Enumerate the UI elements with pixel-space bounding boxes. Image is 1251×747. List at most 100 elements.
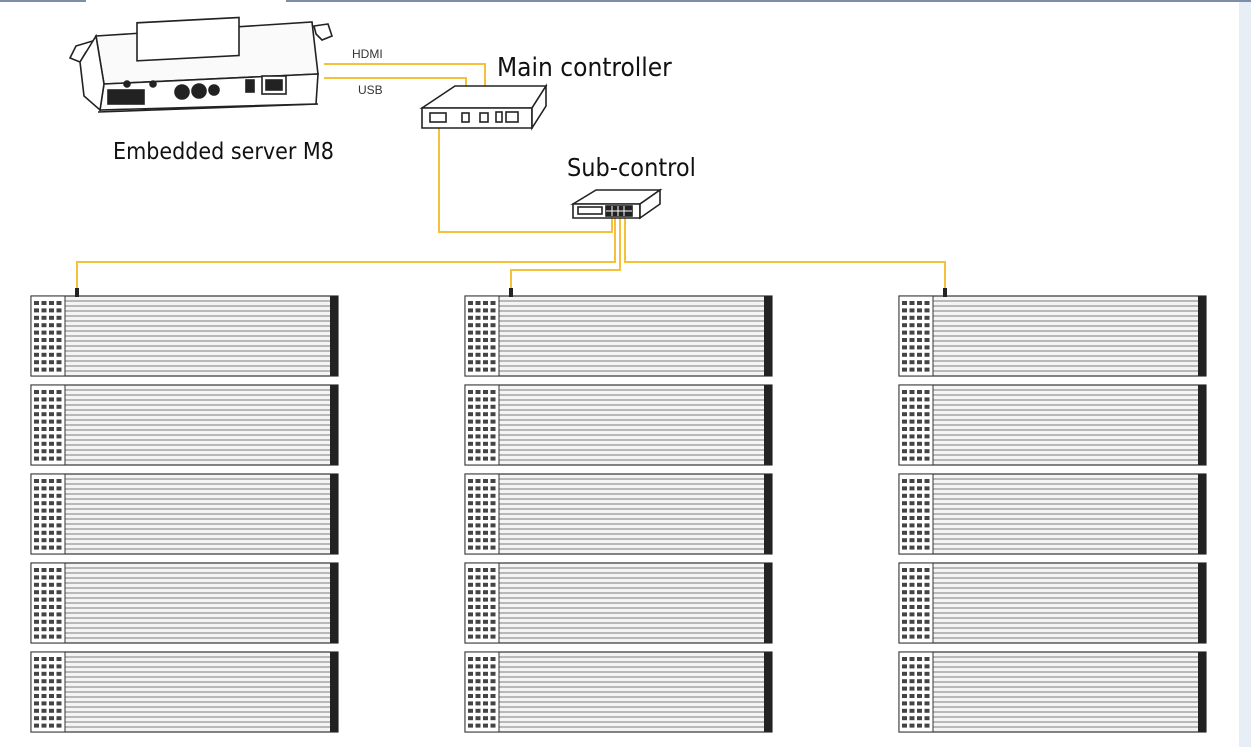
led-connector-pin: [56, 723, 62, 728]
led-connector-pin: [41, 493, 47, 498]
led-connector-pin: [475, 590, 481, 595]
led-connector-pin: [468, 523, 473, 528]
led-connector-pin: [468, 619, 473, 624]
led-connector-pin: [924, 330, 930, 335]
led-connector-pin: [41, 501, 47, 506]
led-connector-pin: [34, 367, 39, 372]
led-connector-pin: [34, 634, 39, 639]
led-connector-pin: [490, 479, 496, 483]
led-connector-pin: [56, 338, 62, 342]
led-connector-pin: [41, 582, 47, 587]
cable-sub-to-col-3: [624, 212, 946, 297]
led-connector-pin: [41, 441, 47, 446]
led-connector-pin: [490, 501, 496, 506]
led-panel-end-cap: [1198, 385, 1206, 465]
led-connector-pin: [917, 412, 922, 417]
led-panel-end-cap: [330, 474, 338, 554]
led-connector-pin: [483, 723, 488, 728]
led-connector-pin: [483, 523, 488, 528]
led-connector-pin: [924, 694, 930, 698]
led-connector-pin: [41, 612, 47, 617]
led-connector-pin: [49, 397, 54, 402]
led-connector-pin: [56, 493, 62, 498]
led-connector-pin: [909, 582, 915, 587]
led-panel-end-cap: [764, 385, 772, 465]
led-connector-pin: [41, 404, 47, 409]
led-connector-pin: [34, 419, 39, 424]
led-connector-pin: [909, 597, 915, 602]
led-connector-pin: [909, 308, 915, 313]
led-connector-pin: [41, 657, 47, 661]
led-connector-pin: [483, 597, 488, 602]
led-connector-pin: [924, 590, 930, 595]
led-connector-pin: [49, 449, 54, 454]
led-connector-pin: [909, 590, 915, 595]
led-connector-pin: [34, 590, 39, 595]
led-connector-pin: [490, 523, 496, 528]
led-connector-pin: [909, 434, 915, 439]
led-connector-pin: [483, 619, 488, 624]
led-connector-pin: [56, 627, 62, 632]
led-connector-pin: [490, 686, 496, 691]
led-connector-pin: [483, 671, 488, 676]
led-connector-pin: [56, 701, 62, 706]
led-connector-pin: [56, 360, 62, 365]
led-connector-pin: [917, 708, 922, 713]
led-connector-pin: [909, 493, 915, 498]
server-right-ear: [313, 23, 333, 41]
led-connector-pin: [490, 308, 496, 313]
led-connector-pin: [34, 657, 39, 661]
led-connector-pin: [483, 367, 488, 372]
led-connector-pin: [468, 590, 473, 595]
led-connector-pin: [490, 360, 496, 365]
led-connector-pin: [909, 338, 915, 342]
led-connector-pin: [902, 456, 907, 461]
server-label: Embedded server M8: [113, 139, 334, 165]
led-connector-pin: [56, 508, 62, 513]
usb-label: USB: [358, 83, 383, 97]
led-connector-pin: [490, 679, 496, 684]
led-connector-pin: [917, 627, 922, 632]
led-panel-grid: [30, 288, 1207, 733]
led-panel: [898, 384, 1207, 466]
led-connector-pin: [34, 597, 39, 602]
led-connector-pin: [56, 308, 62, 313]
led-panel-end-cap: [1198, 296, 1206, 376]
led-connector-pin: [49, 493, 54, 498]
led-connector-pin: [56, 301, 62, 305]
led-connector-pin: [924, 360, 930, 365]
led-connector-pin: [468, 397, 473, 402]
led-connector-pin: [468, 627, 473, 632]
led-connector-pin: [34, 427, 39, 431]
led-connector-pin: [475, 397, 481, 402]
main-controller-port-1: [429, 112, 447, 123]
led-connector-pin: [41, 530, 47, 535]
led-panel-end-cap: [764, 474, 772, 554]
led-connector-pin: [34, 352, 39, 357]
led-panel: [464, 651, 773, 733]
led-connector-pin: [49, 501, 54, 506]
led-connector-pin: [924, 671, 930, 676]
led-connector-pin: [902, 679, 907, 684]
led-connector-pin: [483, 308, 488, 313]
led-connector-pin: [490, 612, 496, 617]
main-controller-side: [531, 83, 547, 131]
led-connector-pin: [909, 456, 915, 461]
led-connector-pin: [490, 315, 496, 320]
led-connector-pin: [909, 390, 915, 394]
led-connector-pin: [483, 360, 488, 365]
led-connector-pin: [34, 397, 39, 402]
led-connector-pin: [468, 501, 473, 506]
led-panel: [30, 562, 339, 644]
led-connector-pin: [490, 619, 496, 624]
led-connector-pin: [49, 323, 54, 328]
led-connector-pin: [917, 345, 922, 350]
led-connector-pin: [924, 530, 930, 535]
led-connector-pin: [483, 330, 488, 335]
led-connector-pin: [490, 397, 496, 402]
server-switch: [245, 79, 255, 93]
led-connector-pin: [924, 434, 930, 439]
led-connector-pin: [909, 634, 915, 639]
led-connector-pin: [475, 716, 481, 721]
led-connector-pin: [56, 716, 62, 721]
